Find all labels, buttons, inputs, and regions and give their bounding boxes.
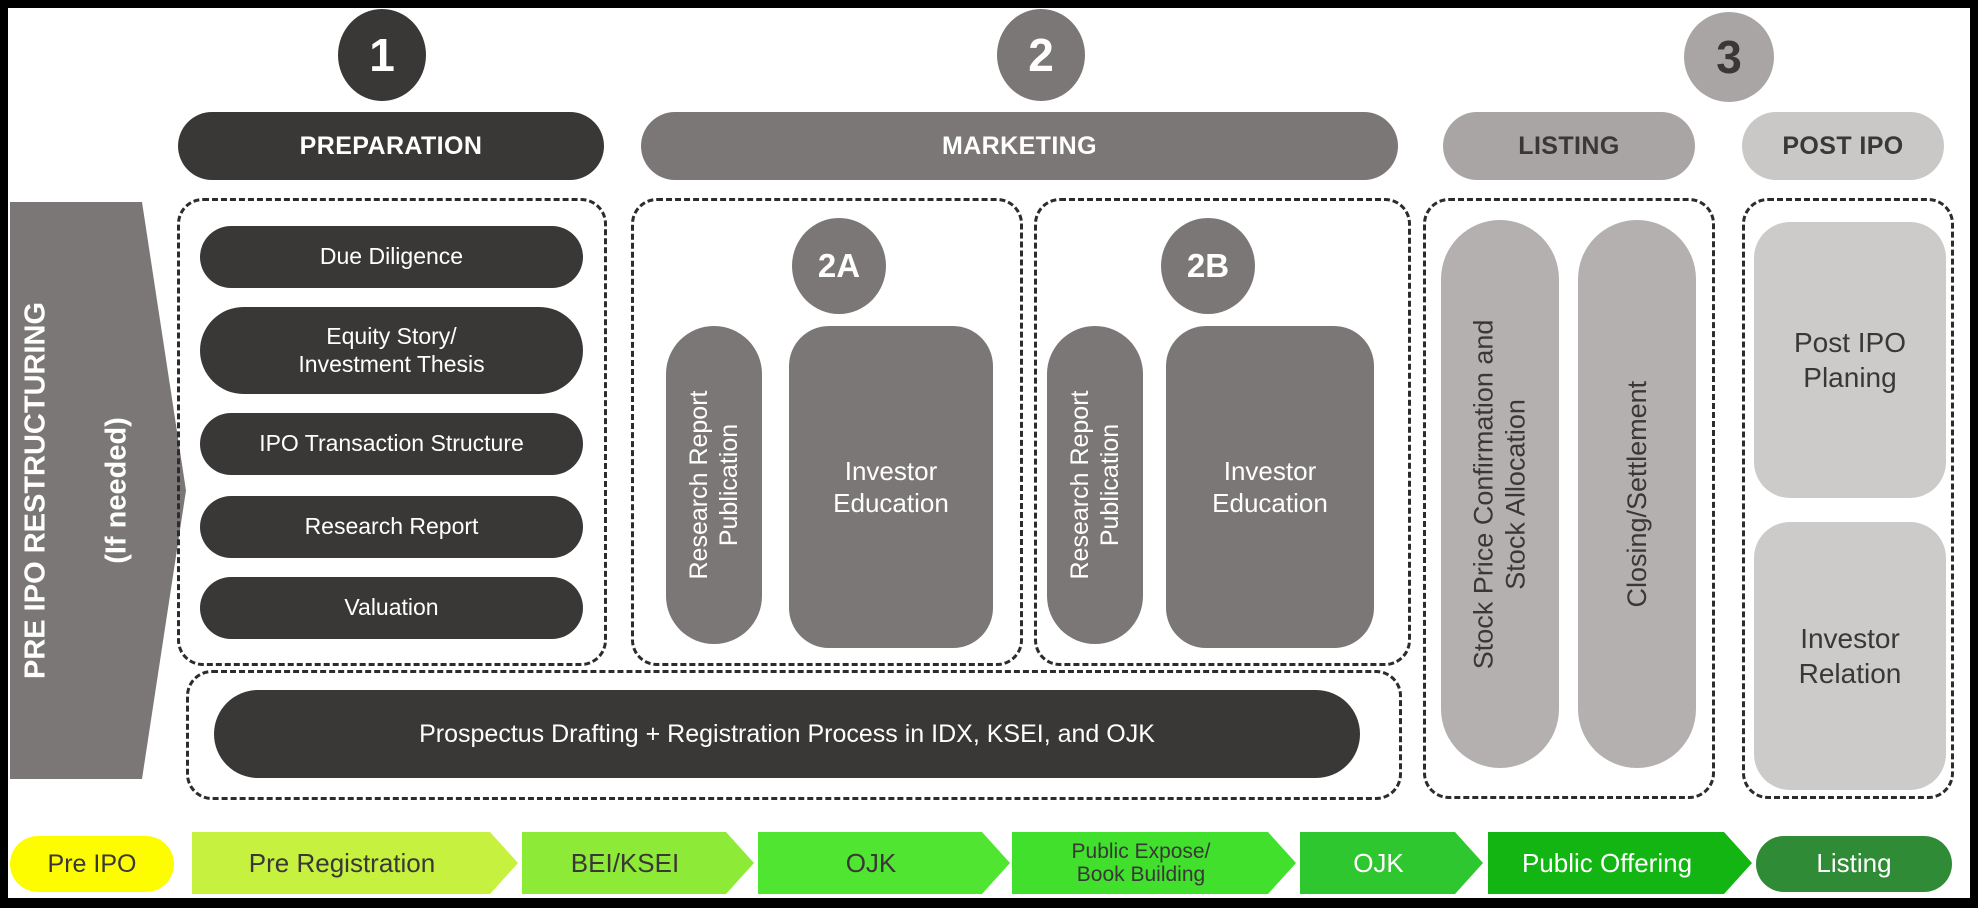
banner-line-1: PRE IPO RESTRUCTURING xyxy=(19,301,52,680)
timeline-bei-ksei: BEI/KSEI xyxy=(522,832,754,894)
marketing-phase-2b-box xyxy=(1034,198,1411,666)
timeline-public-offering: Public Offering xyxy=(1488,832,1752,894)
stage-3-circle: 3 xyxy=(1684,12,1774,102)
prep-item-due-diligence: Due Diligence xyxy=(200,226,583,288)
timeline-pre-ipo: Pre IPO xyxy=(10,836,174,892)
investor-education-box-2a: Investor Education xyxy=(789,326,993,648)
stage-1-circle: 1 xyxy=(338,9,426,101)
research-report-publication-pill-2a: Research Report Publication xyxy=(666,326,762,644)
banner-line-2: (If needed) xyxy=(100,417,133,564)
post-ipo-planing-box: Post IPO Planing xyxy=(1754,222,1946,498)
prep-item-ipo-transaction-structure: IPO Transaction Structure xyxy=(200,413,583,475)
post-ipo-group-box xyxy=(1742,198,1954,799)
timeline-ojk-2: OJK xyxy=(1300,832,1483,894)
timeline-pre-registration: Pre Registration xyxy=(192,832,518,894)
research-report-publication-pill-2b: Research Report Publication xyxy=(1047,326,1143,644)
prep-item-valuation: Valuation xyxy=(200,577,583,639)
closing-settlement-label: Closing/Settlement xyxy=(1621,380,1652,608)
stage-2-circle: 2 xyxy=(997,9,1085,101)
prep-item-equity-story: Equity Story/ Investment Thesis xyxy=(200,307,583,394)
stock-price-confirmation-label: Stock Price Confirmation and Stock Alloc… xyxy=(1468,319,1531,669)
investor-relation-box: Investor Relation xyxy=(1754,522,1946,790)
prospectus-registration-pill: Prospectus Drafting + Registration Proce… xyxy=(214,690,1360,778)
stage-2b-badge: 2B xyxy=(1161,218,1255,314)
listing-header: LISTING xyxy=(1443,112,1695,180)
timeline-ojk-1: OJK xyxy=(758,832,1010,894)
timeline-listing: Listing xyxy=(1756,836,1952,892)
closing-settlement-pill: Closing/Settlement xyxy=(1578,220,1696,768)
marketing-phase-2a-box xyxy=(631,198,1023,666)
stock-price-confirmation-pill: Stock Price Confirmation and Stock Alloc… xyxy=(1441,220,1559,768)
stage-2a-badge: 2A xyxy=(792,218,886,314)
prep-item-research-report: Research Report xyxy=(200,496,583,558)
prospectus-group-box xyxy=(186,670,1402,800)
timeline-public-expose: Public Expose/ Book Building xyxy=(1012,832,1296,894)
investor-education-box-2b: Investor Education xyxy=(1166,326,1374,648)
marketing-header: MARKETING xyxy=(641,112,1398,180)
pre-ipo-restructuring-label: PRE IPO RESTRUCTURING (If needed) xyxy=(10,202,142,779)
preparation-group-box xyxy=(177,198,607,666)
research-report-publication-label-2a: Research Report Publication xyxy=(685,390,743,580)
listing-group-box xyxy=(1423,198,1715,799)
research-report-publication-label-2b: Research Report Publication xyxy=(1066,390,1124,580)
post-ipo-header: POST IPO xyxy=(1742,112,1944,180)
preparation-header: PREPARATION xyxy=(178,112,604,180)
